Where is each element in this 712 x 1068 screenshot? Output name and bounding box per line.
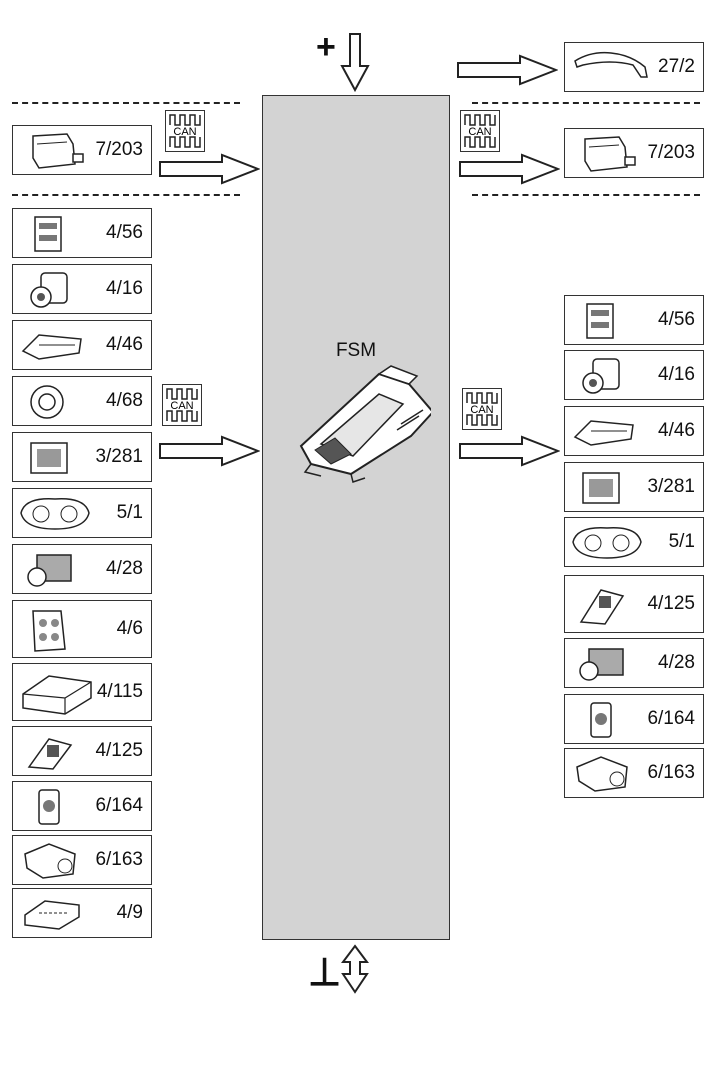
module-label: 7/203	[647, 142, 695, 163]
actuator-icon	[38, 789, 60, 825]
module-label: 5/1	[116, 502, 143, 523]
ground-symbol: ⊥	[308, 952, 342, 994]
module-label: 6/164	[647, 708, 695, 729]
module-label: 27/2	[658, 56, 695, 77]
fsm-label: FSM	[335, 340, 377, 361]
module-label: 4/56	[658, 309, 695, 330]
module-label: 4/115	[96, 681, 143, 702]
module-label: 6/164	[95, 795, 143, 816]
instrument-cluster-icon	[572, 527, 642, 559]
switch-panel-icon	[32, 610, 66, 652]
module-label: 6/163	[647, 762, 695, 783]
module-label: 4/6	[116, 618, 143, 639]
motor-unit-icon	[576, 756, 628, 792]
radar-unit-icon	[584, 136, 636, 172]
right-module-6-164: 6/164	[564, 694, 704, 744]
module-label: 4/46	[106, 334, 143, 355]
arrow-right-can-mid-icon	[459, 435, 560, 467]
display-screen-icon	[582, 472, 620, 504]
separator-left-bottom	[12, 194, 240, 196]
module-right-7-203: 7/203	[564, 128, 704, 178]
module-label: 4/125	[647, 593, 695, 614]
module-label: 6/163	[95, 849, 143, 870]
ecu-box-icon	[22, 675, 92, 715]
control-unit-icon	[34, 216, 62, 252]
trim-panel-icon	[574, 51, 648, 78]
display-screen-icon	[30, 442, 68, 474]
power-down-arrow-icon	[340, 33, 370, 93]
module-label: 4/46	[658, 420, 695, 441]
module-label: 3/281	[647, 476, 695, 497]
right-module-6-163: 6/163	[564, 748, 704, 798]
separator-left-top	[12, 102, 240, 104]
motor-unit-icon	[24, 843, 76, 879]
sensor-unit-icon	[579, 589, 625, 625]
module-label: 4/56	[106, 222, 143, 243]
can-text: CAN	[170, 400, 193, 412]
ground-updown-arrow-icon	[341, 944, 369, 994]
right-module-5-1: 5/1	[564, 517, 704, 567]
can-badge-right-mid: CAN	[462, 388, 502, 430]
right-module-4-16: 4/16	[564, 350, 704, 400]
module-label: 4/68	[106, 390, 143, 411]
module-label: 4/28	[658, 652, 695, 673]
right-module-4-46: 4/46	[564, 406, 704, 456]
can-badge-right-top: CAN	[460, 110, 500, 152]
steering-module-icon	[27, 554, 72, 587]
left-module-4-46: 4/46	[12, 320, 152, 370]
module-label: 3/281	[95, 446, 143, 467]
plus-symbol: +	[316, 28, 336, 66]
arrow-left-can-mid-icon	[159, 435, 260, 467]
arrow-right-can-top-icon	[459, 153, 560, 185]
headlamp-switch-icon	[30, 272, 68, 308]
module-label: 7/203	[95, 139, 143, 160]
left-module-4-56: 4/56	[12, 208, 152, 258]
actuator-icon	[590, 702, 612, 738]
separator-right-bottom	[472, 194, 700, 196]
left-module-4-9: 4/9	[12, 888, 152, 938]
can-text: CAN	[470, 404, 493, 416]
fuse-box-icon	[24, 900, 80, 930]
module-label: 5/1	[668, 531, 695, 552]
can-text: CAN	[173, 126, 196, 138]
right-module-4-28: 4/28	[564, 638, 704, 688]
separator-right-top	[472, 102, 700, 104]
left-module-3-281: 3/281	[12, 432, 152, 482]
left-module-4-16: 4/16	[12, 264, 152, 314]
instrument-cluster-icon	[20, 498, 90, 530]
fsm-module-icon	[299, 365, 431, 483]
left-module-6-164: 6/164	[12, 781, 152, 831]
panel-unit-icon	[573, 420, 634, 446]
module-left-7-203: 7/203	[12, 125, 152, 175]
headlamp-switch-icon	[582, 358, 620, 394]
right-module-4-125: 4/125	[564, 575, 704, 633]
arrow-to-27-2-icon	[457, 54, 558, 86]
steering-module-icon	[579, 648, 624, 681]
clock-spring-icon	[30, 385, 64, 419]
can-badge-left-mid: CAN	[162, 384, 202, 426]
panel-unit-icon	[21, 334, 82, 360]
left-module-4-125: 4/125	[12, 726, 152, 776]
left-module-4-28: 4/28	[12, 544, 152, 594]
can-text: CAN	[468, 126, 491, 138]
right-module-3-281: 3/281	[564, 462, 704, 512]
left-module-4-6: 4/6	[12, 600, 152, 658]
arrow-left-can-top-icon	[159, 153, 260, 185]
radar-unit-icon	[32, 133, 84, 169]
module-label: 4/125	[95, 740, 143, 761]
left-module-6-163: 6/163	[12, 835, 152, 885]
module-label: 4/9	[116, 902, 143, 923]
can-badge-left-top: CAN	[165, 110, 205, 152]
left-module-5-1: 5/1	[12, 488, 152, 538]
control-unit-icon	[586, 303, 614, 339]
fsm-block: FSM	[262, 95, 450, 940]
module-27-2: 27/2	[564, 42, 704, 92]
left-module-4-115: 4/115	[12, 663, 152, 721]
sensor-unit-icon	[27, 738, 73, 770]
left-module-4-68: 4/68	[12, 376, 152, 426]
module-label: 4/28	[106, 558, 143, 579]
module-label: 4/16	[658, 364, 695, 385]
module-label: 4/16	[106, 278, 143, 299]
right-module-4-56: 4/56	[564, 295, 704, 345]
